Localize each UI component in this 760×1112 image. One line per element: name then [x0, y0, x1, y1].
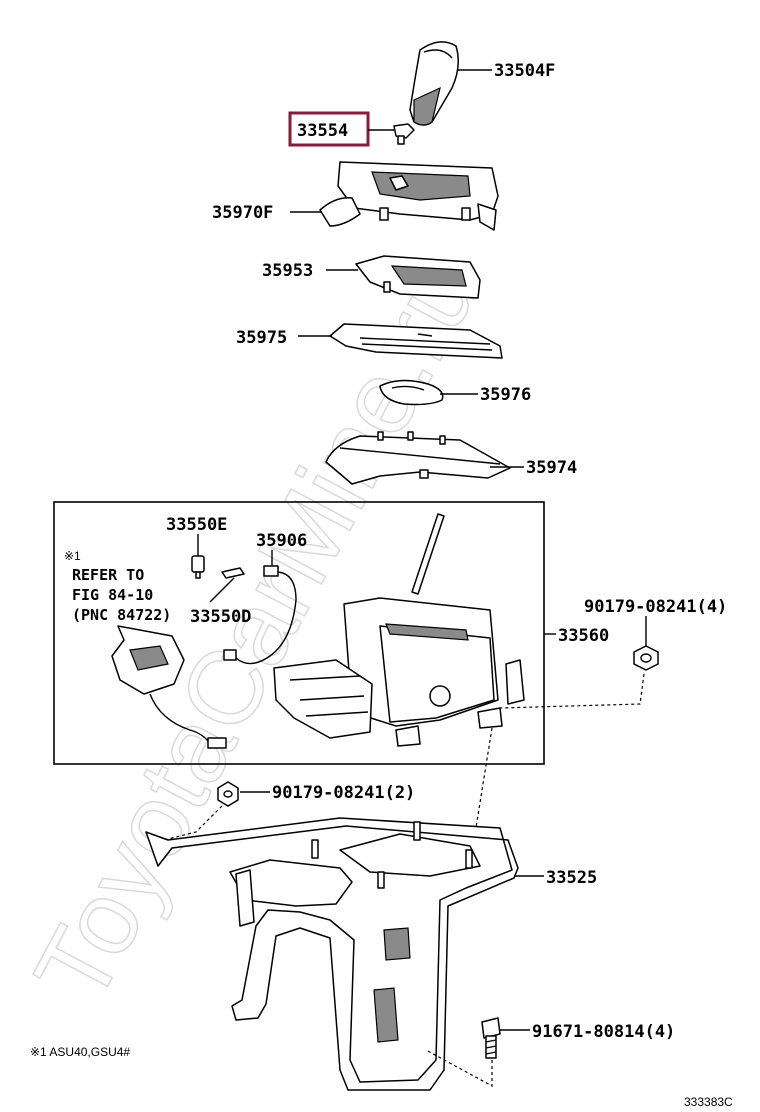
footnote-text: ※1 ASU40,GSU4#	[30, 1045, 130, 1059]
diagram-code: 333383C	[684, 1095, 733, 1109]
label-35976[interactable]: 35976	[480, 385, 531, 405]
nut-4-part[interactable]	[633, 645, 659, 671]
label-91671[interactable]: 91671-80814(4)	[532, 1022, 675, 1042]
indicator-plate-part[interactable]	[329, 323, 503, 359]
label-33554[interactable]: 33554	[297, 121, 348, 141]
shift-lock-switch-part[interactable]	[223, 565, 297, 665]
label-33525[interactable]: 33525	[546, 868, 597, 888]
dust-cover-part[interactable]	[325, 431, 511, 485]
label-33560[interactable]: 33560	[558, 626, 609, 646]
indicator-cover-part[interactable]	[379, 379, 444, 406]
label-90179-2[interactable]: 90179-08241(2)	[272, 783, 415, 803]
label-35974[interactable]: 35974	[526, 458, 577, 478]
label-35975[interactable]: 35975	[236, 328, 287, 348]
shift-knob-part[interactable]	[409, 41, 459, 126]
label-35970F[interactable]: 35970F	[212, 203, 273, 223]
shift-lock-control-assembly[interactable]	[111, 625, 227, 749]
label-35906[interactable]: 35906	[256, 531, 307, 551]
label-33550D[interactable]: 33550D	[190, 607, 251, 627]
solenoid-pin-part[interactable]	[221, 567, 245, 579]
sensor-plug-part[interactable]	[191, 555, 205, 579]
refer-note-line3: (PNC 84722)	[72, 606, 171, 624]
label-33504F[interactable]: 33504F	[494, 61, 555, 81]
highlight-box-33554[interactable]	[288, 111, 370, 147]
button-clip-part[interactable]	[393, 123, 415, 145]
label-33550E[interactable]: 33550E	[166, 515, 227, 535]
label-90179-4[interactable]: 90179-08241(4)	[584, 597, 727, 617]
slide-plate-part[interactable]	[355, 255, 481, 299]
refer-note-line1: REFER TO	[72, 566, 144, 584]
shift-lever-bracket-part[interactable]	[145, 817, 519, 1091]
assembly-box	[53, 501, 545, 765]
indicator-housing-part[interactable]	[319, 161, 499, 231]
refer-note-line2: FIG 84-10	[72, 586, 153, 604]
bolt-part[interactable]	[481, 1017, 501, 1059]
shift-lever-assembly-part[interactable]	[273, 513, 525, 747]
nut-2-part[interactable]	[217, 781, 239, 807]
refer-note-mark: ※1	[64, 549, 81, 563]
label-35953[interactable]: 35953	[262, 261, 313, 281]
